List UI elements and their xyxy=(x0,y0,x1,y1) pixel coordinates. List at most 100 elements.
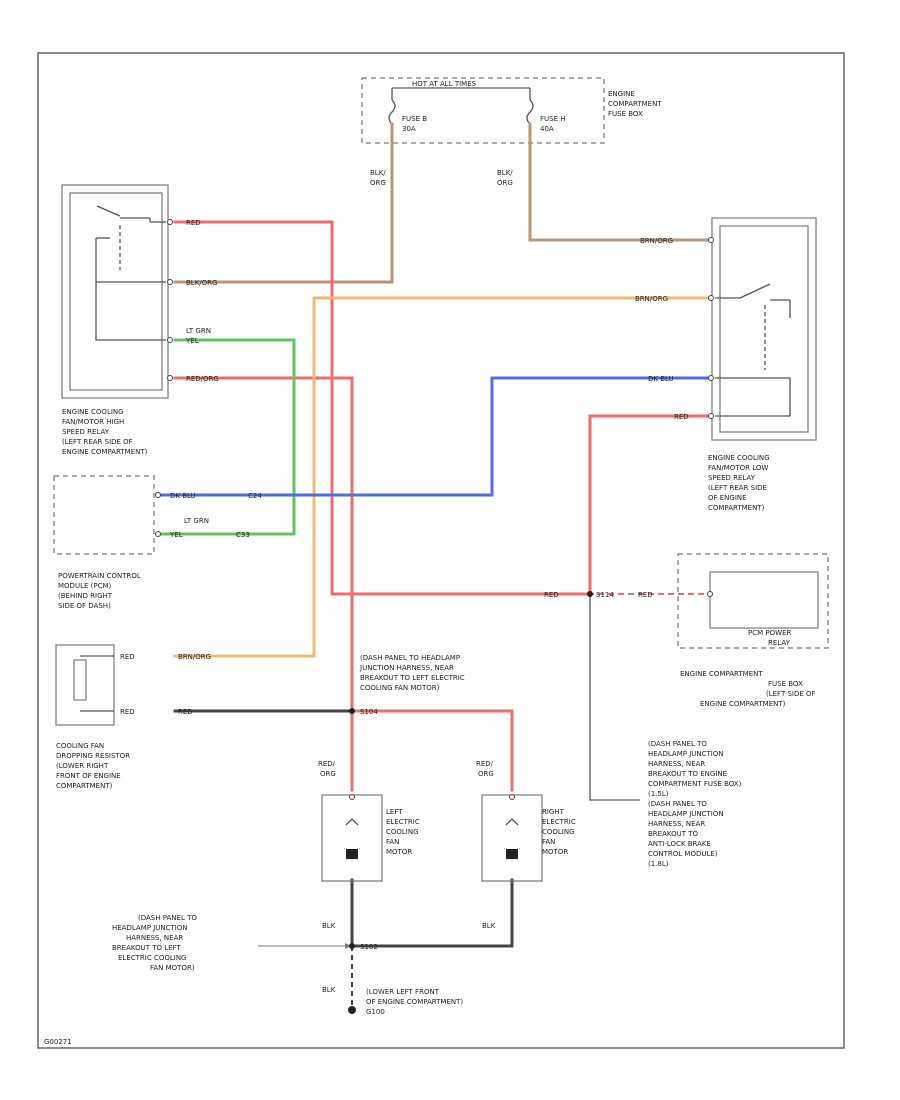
wire-label-res-top: RED xyxy=(120,653,135,661)
wire-blk-right-motor xyxy=(350,878,514,948)
ground-note-1: (LOWER LEFT FRONT xyxy=(366,988,440,996)
wire-red-right-motor xyxy=(350,709,514,792)
fuse-b-rating: 30A xyxy=(402,125,416,133)
wire-gray-s114 xyxy=(589,594,640,801)
right-note-4: BREAKOUT TO ENGINE xyxy=(648,770,727,778)
resistor-label-2: DROPPING RESISTOR xyxy=(56,752,130,760)
right-note-8: HEADLAMP JUNCTION xyxy=(648,810,724,818)
wire-label-blk-org: BLK/ORG xyxy=(186,279,217,287)
wire-label-brn-org-hs: BRN/ORG xyxy=(640,237,673,245)
powertrain-control-module xyxy=(53,475,161,555)
fuse-h-rating: 40A xyxy=(540,125,554,133)
right-note-3: HARNESS, NEAR xyxy=(648,760,705,768)
splice-dot-s114 xyxy=(587,591,593,597)
fuse-box-name-1: ENGINE xyxy=(608,90,635,98)
wire-blue xyxy=(160,376,710,497)
ls-relay-label-5: OF ENGINE xyxy=(708,494,747,502)
wire-label-red-ls: RED xyxy=(674,413,689,421)
ground-note-2: OF ENGINE COMPARTMENT) xyxy=(366,998,463,1006)
wire-label-pcm-lt-grn: LT GRN xyxy=(184,517,209,525)
wire-label-red-org: RED/ORG xyxy=(186,375,219,383)
fuse-box-name-2: COMPARTMENT xyxy=(608,100,662,108)
hs-relay-label-4: (LEFT REAR SIDE OF xyxy=(62,438,133,446)
pcm-label-1: POWERTRAIN CONTROL xyxy=(58,572,141,580)
arrow-left-splice-head xyxy=(345,943,351,949)
resistor-label-3: (LOWER RIGHT xyxy=(56,762,109,770)
ls-relay-label-1: ENGINE COOLING xyxy=(708,454,770,462)
splice-note-1: (DASH PANEL TO HEADLAMP xyxy=(360,654,460,662)
wire-label-pcm-num-a: C24 xyxy=(248,492,262,500)
wire-label-motor-l-2: ORG xyxy=(320,770,336,778)
wire-brown-fuse-b xyxy=(173,122,394,284)
right-note-7: (DASH PANEL TO xyxy=(648,800,707,808)
hs-relay-label-3: SPEED RELAY xyxy=(62,428,110,436)
diagram-frame xyxy=(37,52,845,1049)
left-motor-label-1: LEFT xyxy=(386,808,403,816)
right-motor-label-2: ELECTRIC xyxy=(542,818,576,826)
left-splice-note-2: HEADLAMP JUNCTION xyxy=(112,924,188,932)
hs-relay-label-5: ENGINE COMPARTMENT) xyxy=(62,448,148,456)
wire-label-blk-r: BLK xyxy=(482,922,496,930)
pcm-power-relay-label-2: RELAY xyxy=(768,639,791,647)
splice-dot-s102 xyxy=(349,943,355,949)
wire-label-pcm-num-b: C33 xyxy=(236,531,250,539)
left-splice-note-3: HARNESS, NEAR xyxy=(126,934,183,942)
wire-label-pcm-dk-blu: DK BLU xyxy=(170,492,196,500)
wire-label-res-bot2: RED xyxy=(178,708,193,716)
wire-label-blk-org-right-2: ORG xyxy=(497,179,513,187)
wire-label-blk-org-left-1: BLK/ xyxy=(370,169,386,177)
wire-label-res-brn: BRN/ORG xyxy=(178,653,211,661)
wire-label-res-bot: RED xyxy=(120,708,135,716)
wire-red-hs-top xyxy=(173,220,590,596)
fuse-b-label: FUSE B xyxy=(402,115,427,123)
resistor-label-1: COOLING FAN xyxy=(56,742,104,750)
wire-label-blk-org-right-1: BLK/ xyxy=(497,169,513,177)
left-cooling-fan-motor xyxy=(321,794,383,882)
cooling-fan-dropping-resistor xyxy=(55,644,115,726)
wire-label-blk-org-left-2: ORG xyxy=(370,179,386,187)
wire-label-dk-blu: DK BLU xyxy=(648,375,674,383)
pcm-label-2: MODULE (PCM) xyxy=(58,582,111,590)
ls-relay-label-2: FAN/MOTOR LOW xyxy=(708,464,768,472)
right-note-5: COMPARTMENT FUSE BOX) xyxy=(648,780,742,788)
wire-red-ls xyxy=(588,414,710,596)
wire-label-motor-r-2: ORG xyxy=(478,770,494,778)
wire-label-blk-l: BLK xyxy=(322,922,336,930)
wire-green xyxy=(160,338,296,536)
fuse-box-name-3: FUSE BOX xyxy=(608,110,643,118)
splice-dot-s104 xyxy=(349,708,355,714)
right-note-12: CONTROL MODULE) xyxy=(648,850,718,858)
left-motor-label-3: COOLING xyxy=(386,828,419,836)
ground-note-3: G100 xyxy=(366,1008,385,1016)
splice-note-2: JUNCTION HARNESS, NEAR xyxy=(359,664,454,672)
right-note-2: HEADLAMP JUNCTION xyxy=(648,750,724,758)
wire-label-red-fuse: RED xyxy=(638,591,653,599)
fuse-b-symbol xyxy=(388,99,396,125)
resistor-label-5: COMPARTMENT) xyxy=(56,782,113,790)
wire-label-red-bottom: RED xyxy=(544,591,559,599)
right-note-1: (DASH PANEL TO xyxy=(648,740,707,748)
ground-symbol xyxy=(348,1006,356,1014)
fuse-box-lower-label-2: FUSE BOX xyxy=(768,680,803,688)
fuse-h-label: FUSE H xyxy=(540,115,566,123)
fuse-box-lower-label-4: ENGINE COMPARTMENT) xyxy=(700,700,786,708)
ls-relay-label-6: COMPARTMENT) xyxy=(708,504,765,512)
wire-label-pcm-yel: YEL xyxy=(169,531,183,539)
hot-at-all-times-label: HOT AT ALL TIMES xyxy=(412,80,477,88)
engine-compartment-fuse-box: HOT AT ALL TIMES FUSE B 30A FUSE H 40A E… xyxy=(361,77,662,144)
wire-label-motor-r-1: RED/ xyxy=(476,760,494,768)
fuse-h-symbol xyxy=(526,99,534,125)
right-note-6: (1.5L) xyxy=(648,790,669,798)
left-motor-label-2: ELECTRIC xyxy=(386,818,420,826)
wire-label-red: RED xyxy=(186,219,201,227)
right-motor-label-5: MOTOR xyxy=(542,848,568,856)
right-motor-label-3: COOLING xyxy=(542,828,575,836)
left-motor-label-5: MOTOR xyxy=(386,848,412,856)
footer-code: G00271 xyxy=(44,1038,72,1046)
ls-relay-label-4: (LEFT REAR SIDE xyxy=(708,484,767,492)
low-speed-relay xyxy=(708,217,817,441)
resistor-label-4: FRONT OF ENGINE xyxy=(56,772,121,780)
splice-s102: S102 xyxy=(360,943,378,951)
hs-relay-label-2: FAN/MOTOR HIGH xyxy=(62,418,124,426)
